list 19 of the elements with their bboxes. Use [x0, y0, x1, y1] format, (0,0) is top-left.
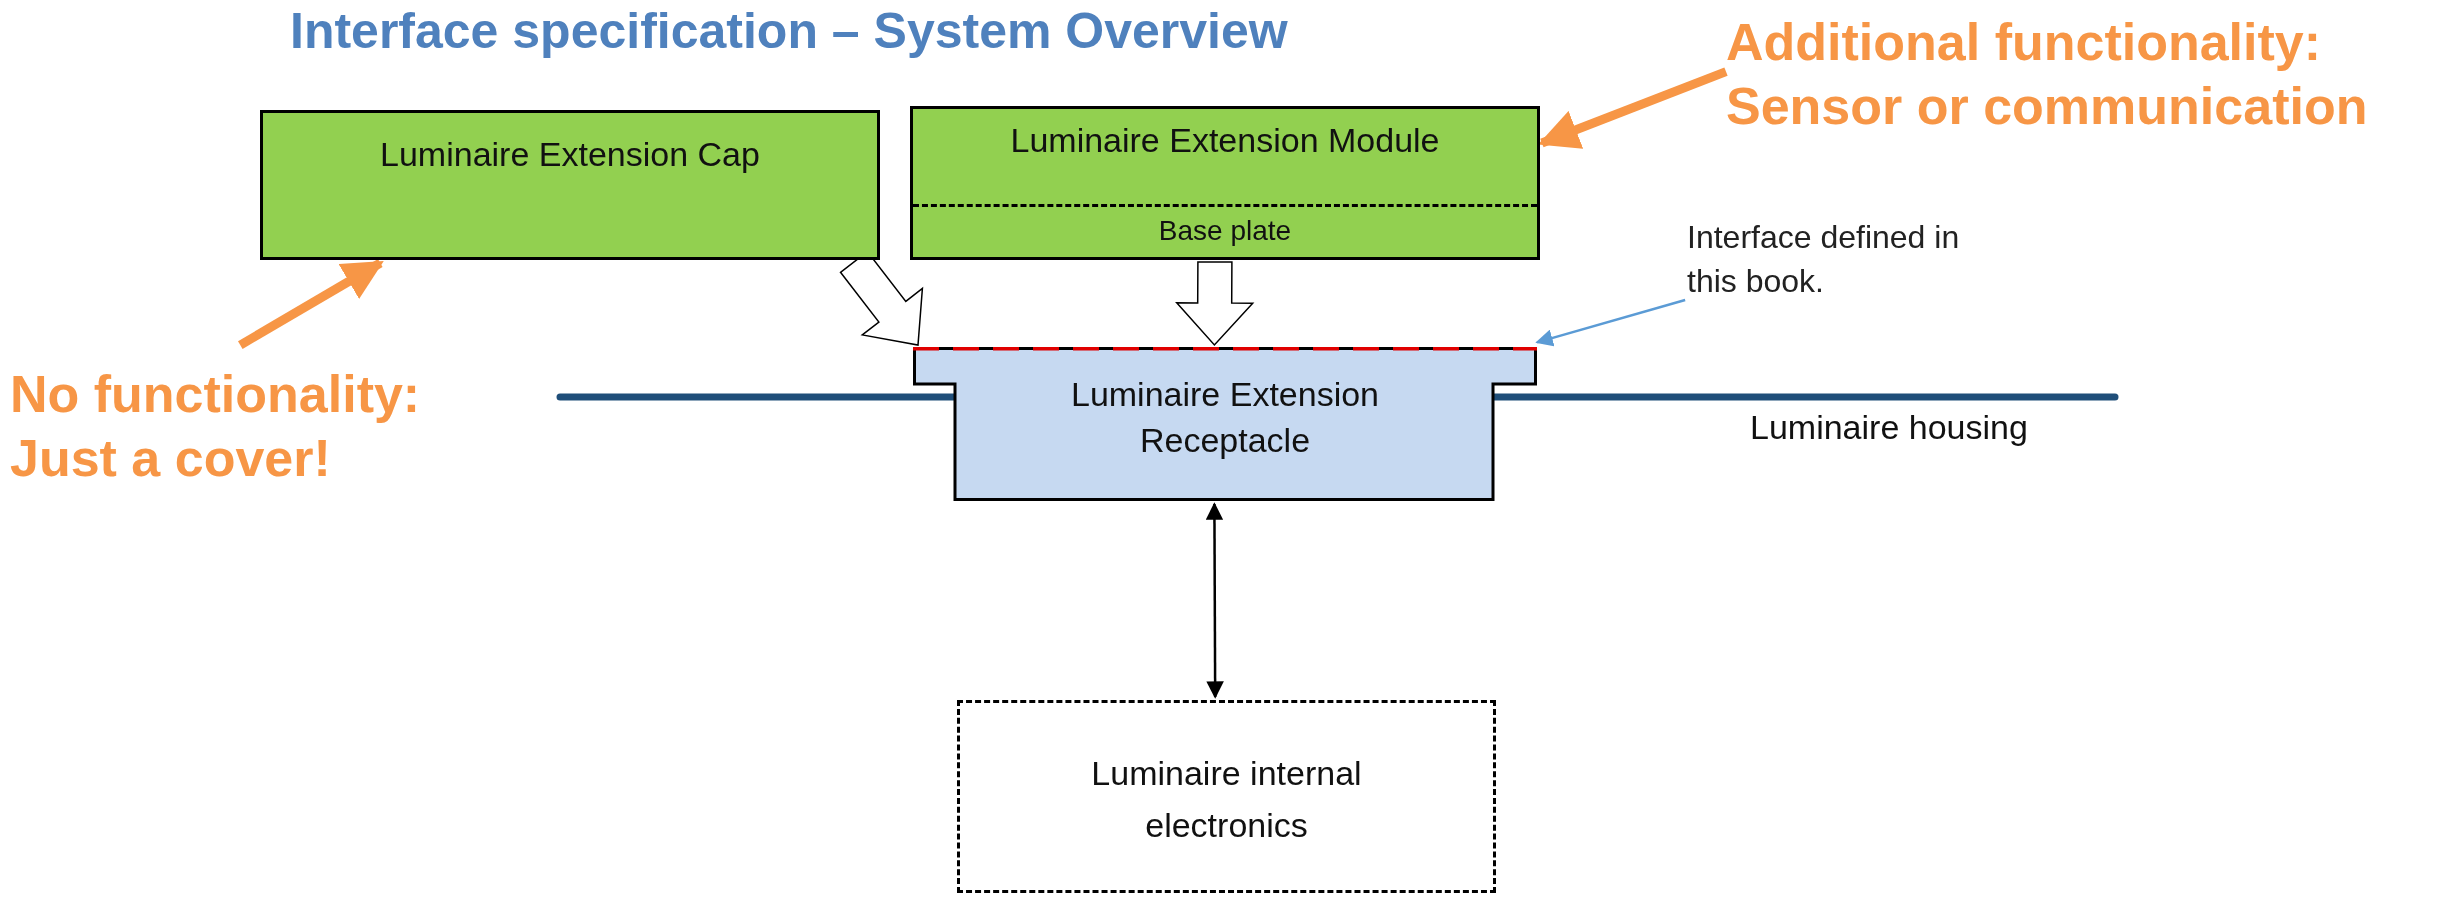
- annotation-text: Interface defined in this book.: [1687, 215, 1997, 303]
- page-title: Interface specification – System Overview: [290, 2, 1288, 60]
- box-label: Luminaire Extension Cap: [379, 135, 761, 174]
- callout-text: No functionality: Just a cover!: [10, 362, 480, 490]
- section-label: Base plate: [1157, 215, 1293, 247]
- module-box: [910, 106, 1540, 260]
- box-label: Luminaire Extension Receptacle: [1069, 374, 1381, 461]
- double-arrow: [1205, 502, 1224, 699]
- block-arrow: [1175, 261, 1255, 347]
- callout-text: Additional functionality: Sensor or communication: [1726, 10, 2426, 138]
- electronics-box: [957, 700, 1496, 893]
- receptacle-shape: [913, 347, 1537, 501]
- box-label: Luminaire Extension Module: [1009, 120, 1441, 160]
- box-label: Luminaire internal electronics: [1090, 753, 1363, 846]
- cap-box: [260, 110, 880, 260]
- callout-arrow: [238, 259, 384, 349]
- part-label: Luminaire housing: [1750, 408, 2028, 447]
- callout-arrow: [1538, 67, 1728, 149]
- leader-line: [1535, 298, 1686, 347]
